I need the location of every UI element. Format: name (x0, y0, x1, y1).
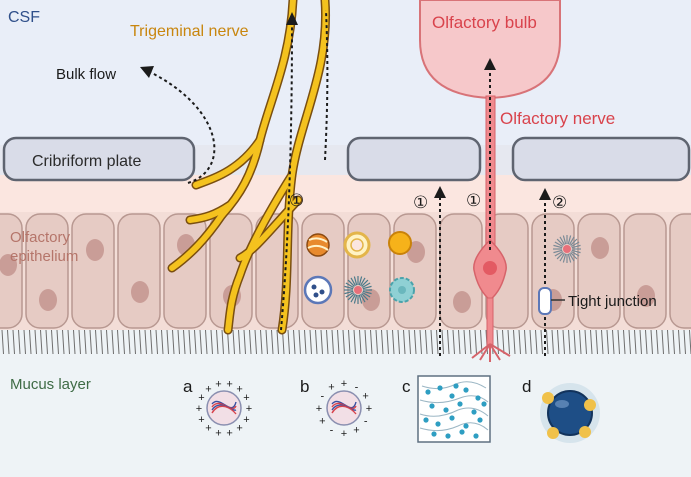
arrow-heads (140, 12, 551, 200)
pathway-marker-1: ① (466, 191, 481, 210)
svg-text:+: + (328, 381, 334, 393)
svg-text:+: + (341, 378, 347, 390)
svg-text:+: + (319, 416, 325, 428)
cribriform-plates (2, 136, 691, 182)
particle-label-a: a (183, 377, 193, 396)
svg-text:+: + (362, 391, 368, 403)
svg-text:+: + (196, 403, 202, 415)
particle-label-d: d (522, 377, 531, 396)
csf-label: CSF (8, 9, 40, 26)
olfactory-bulb-label: Olfactory bulb (432, 13, 537, 32)
svg-text:-: - (355, 381, 359, 393)
nanoparticle-a-icon: ++++++++++++++ (196, 379, 252, 440)
cilia (1, 329, 691, 355)
olfactory-epithelium-label-1: Olfactory (10, 229, 71, 246)
svg-text:+: + (226, 427, 232, 439)
mucus-layer-label: Mucus layer (10, 376, 91, 393)
svg-text:+: + (236, 383, 242, 395)
svg-text:+: + (236, 423, 242, 435)
svg-text:+: + (205, 383, 211, 395)
pathway-marker-2: ② (552, 193, 567, 212)
svg-text:-: - (330, 425, 334, 437)
bulk-flow-label: Bulk flow (56, 66, 116, 83)
csf-region (0, 0, 691, 145)
lamina-propria (0, 175, 691, 215)
trigeminal-nerve-label: Trigeminal nerve (130, 23, 249, 40)
cribriform-plate-label: Cribriform plate (32, 153, 141, 170)
nanoparticle-b-icon: +-++-++-++-+ (316, 378, 372, 440)
tight-junction-icon (538, 287, 552, 315)
olfactory-epithelium-label-2: epithelium (10, 248, 78, 265)
svg-text:+: + (246, 403, 252, 415)
nanoparticle-vesicle-icon (303, 275, 333, 305)
svg-text:+: + (215, 427, 221, 439)
trigeminal-nerve (167, 0, 331, 335)
svg-text:+: + (341, 428, 347, 440)
svg-text:+: + (205, 423, 211, 435)
trigeminal-path-arrow-2 (324, 9, 329, 161)
epithelium-region (0, 212, 691, 330)
svg-text:+: + (243, 414, 249, 426)
particle-label-b: b (300, 377, 309, 396)
nanoparticle-ring-icon (343, 231, 371, 259)
svg-text:+: + (316, 403, 322, 415)
nanoparticle-d-icon (540, 383, 600, 443)
nanoparticle-c-icon (417, 375, 491, 443)
svg-text:+: + (215, 379, 221, 391)
svg-text:+: + (243, 392, 249, 404)
olfactory-nerve-label: Olfactory nerve (500, 109, 615, 128)
svg-text:-: - (364, 416, 368, 428)
pathway-marker-1: ① (289, 191, 304, 210)
epithelium-nanoparticles (303, 231, 581, 305)
olfactory-dendrite-knobs (471, 343, 511, 362)
svg-text:+: + (198, 392, 204, 404)
nanoparticle-micelle-icon-2 (553, 235, 581, 263)
nanoparticle-flower-icon (389, 277, 415, 303)
pathway-marker-1: ① (413, 193, 428, 212)
svg-text:+: + (226, 379, 232, 391)
nanoparticle-solid-icon (388, 231, 412, 255)
particle-label-c: c (402, 377, 411, 396)
svg-text:+: + (353, 425, 359, 437)
olfactory-neuron-nucleus (483, 261, 497, 275)
transport-arrows (149, 9, 546, 356)
svg-text:+: + (366, 403, 372, 415)
tight-junction-label: Tight junction (568, 293, 657, 310)
trigeminal-path-arrow-1 (280, 24, 293, 331)
nanoparticle-micelle-icon (344, 276, 372, 304)
svg-text:-: - (321, 391, 325, 403)
bulk-flow-arrow (149, 71, 216, 184)
olfactory-dendrite (486, 297, 494, 347)
nanoparticle-striped-icon (306, 233, 330, 257)
svg-text:+: + (198, 414, 204, 426)
